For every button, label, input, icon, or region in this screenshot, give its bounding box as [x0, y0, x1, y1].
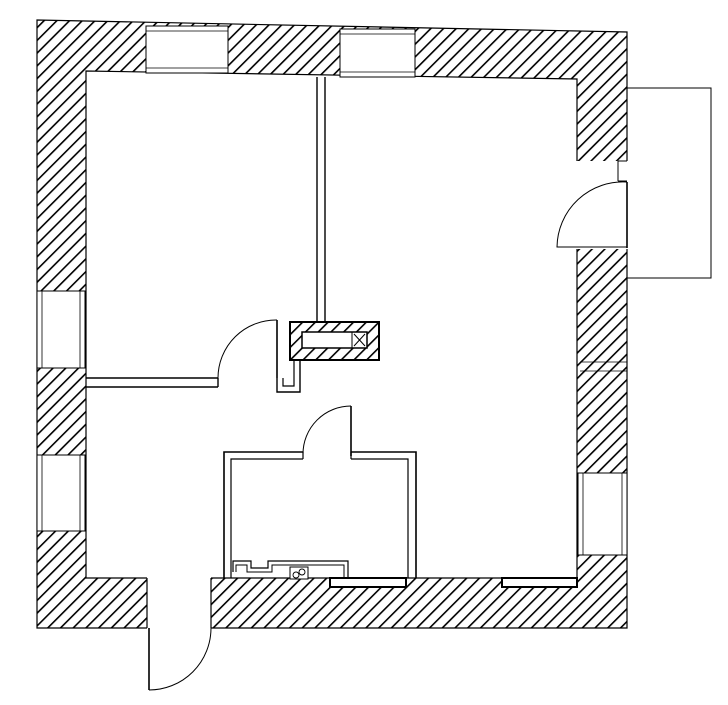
door-left-room [217, 319, 301, 393]
window-top-right [339, 28, 416, 78]
stove [289, 566, 309, 580]
door-balcony [556, 181, 628, 248]
kitchen-counter [232, 560, 349, 578]
window-right-upper [580, 361, 627, 372]
window-left-lower [36, 454, 86, 532]
partition-horizontal-left [86, 377, 219, 388]
bottom-sill-right [501, 577, 578, 588]
bottom-sill-left [329, 577, 407, 588]
balcony [617, 87, 712, 279]
entrance-opening [147, 577, 211, 630]
chimney [289, 321, 380, 361]
window-right-lower [577, 472, 628, 556]
door-bathroom [302, 405, 352, 456]
window-left-upper [36, 290, 86, 369]
balcony-door-opening [576, 161, 628, 249]
window-top-left [145, 25, 229, 74]
bathroom-walls [223, 451, 417, 578]
door-entrance [148, 627, 212, 691]
partition-vertical-top [316, 77, 326, 322]
